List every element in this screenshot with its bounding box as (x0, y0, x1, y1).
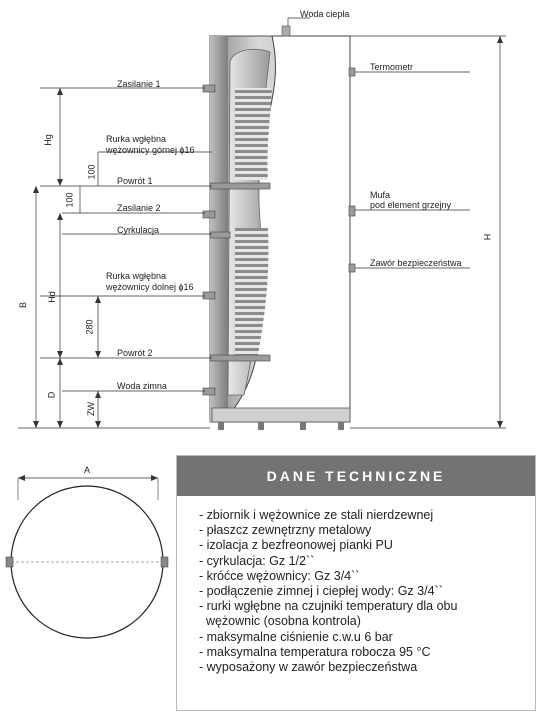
spec-item: - podłączenie zimnej i ciepłej wody: Gz … (199, 584, 443, 599)
label-lower-sensor-line1: Rurka wgłębna (106, 271, 167, 281)
dim-zw: ZW (86, 402, 96, 416)
left-port (5, 556, 14, 568)
label-sleeve-line2: pod element grzejny (370, 200, 452, 210)
dim-hg: Hg (42, 134, 53, 146)
dim-b: B (18, 301, 29, 309)
label-supply-2: Zasilanie 2 (117, 203, 161, 213)
left-leaders (18, 87, 212, 429)
dim-hd: Hd (46, 291, 57, 303)
tech-data-panel: DANE TECHNICZNE - zbiornik i wężownice z… (176, 455, 536, 711)
label-supply-1: Zasilanie 1 (117, 79, 161, 89)
dim-d: D (46, 391, 57, 399)
label-cold-water: Woda zimna (117, 381, 167, 391)
spec-item: - izolacja z bezfreonowej pianki PU (199, 538, 393, 553)
tech-data-title: DANE TECHNICZNE (177, 456, 535, 496)
label-hot-water: Woda ciepła (300, 9, 350, 19)
spec-item: - cyrkulacja: Gz 1/2`` (199, 553, 315, 568)
label-lower-sensor-line2: wężownicy dolnej ɸ16 (106, 282, 194, 292)
spec-item: - rurki wgłębne na czujniki temperatury … (199, 599, 458, 614)
dim-100-upper: 100 (86, 164, 97, 180)
spec-item: - zbiornik i wężownice ze stali nierdzew… (199, 508, 434, 522)
spec-item: - maksymalne ciśnienie c.w.u 6 bar (199, 629, 393, 644)
label-sleeve-line1: Mufa (370, 190, 391, 200)
dim-100-lower: 100 (64, 192, 75, 208)
dim-280: 280 (84, 319, 95, 335)
tank-body (209, 25, 351, 430)
upper-coil (235, 88, 272, 180)
label-safety-valve: Zawór bezpieczeństwa (370, 258, 462, 268)
label-return-2: Powrót 2 (117, 348, 153, 358)
dim-a: A (84, 465, 91, 475)
dim-h: H (482, 233, 493, 241)
label-thermometer: Termometr (370, 62, 414, 72)
spec-item: wężownic (osobna kontrola) (199, 614, 361, 629)
label-circulation: Cyrkulacja (117, 225, 160, 235)
label-return-1: Powrót 1 (117, 176, 153, 186)
label-upper-sensor-line2: wężownicy górnej ɸ16 (106, 145, 195, 155)
dimension-arrows (33, 36, 503, 428)
dimension-lines (35, 35, 506, 429)
lower-coil (235, 228, 269, 355)
spec-item: - wyposażony w zawór bezpieczeństwa (199, 660, 418, 675)
spec-item: - króćce wężownicy: Gz 3/4`` (199, 568, 360, 583)
label-upper-sensor-line1: Rurka wgłębna (106, 134, 167, 144)
spec-list: - zbiornik i wężownice ze stali nierdzew… (177, 496, 535, 675)
top-view (5, 475, 169, 639)
right-port (160, 556, 169, 568)
spec-item: - płaszcz zewnętrzny metalowy (199, 523, 372, 538)
spec-item: - maksymalna temperatura robocza 95 °C (199, 644, 431, 659)
right-leaders (287, 17, 470, 269)
